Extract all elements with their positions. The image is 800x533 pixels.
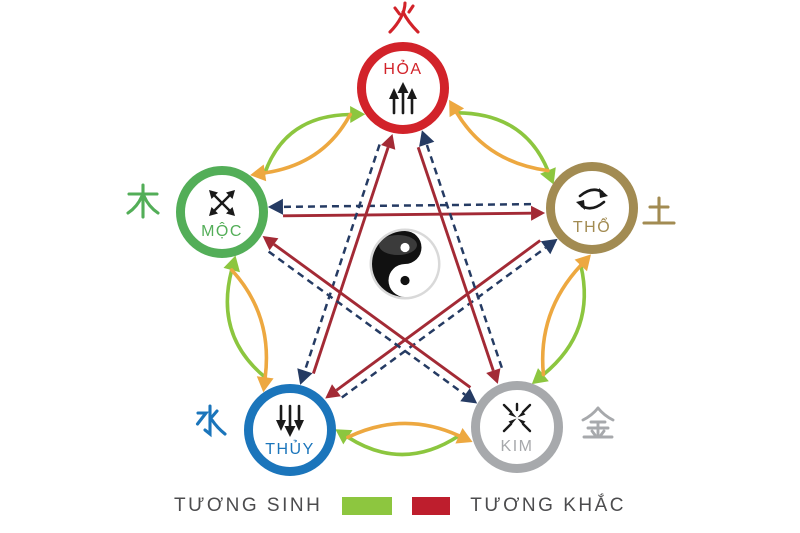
- hanzi-metal-icon: [581, 406, 615, 439]
- node-label-kim: KIM: [500, 437, 534, 455]
- hanzi-earth-icon: [642, 196, 676, 225]
- earth-cycle-icon: [576, 187, 608, 210]
- node-water-thuy: THỦY: [244, 384, 336, 476]
- fire-rising-arrows-icon: [389, 81, 417, 114]
- cycle-arrows-layer: [223, 99, 591, 457]
- legend: TƯƠNG SINH TƯƠNG KHẮC: [174, 495, 626, 517]
- node-wood-moc: MỘC: [176, 166, 268, 258]
- node-label-thuy: THỦY: [265, 440, 315, 458]
- legend-sinh-swatch: [342, 497, 393, 515]
- wood-expanding-arrows-icon: [209, 189, 235, 216]
- node-label-moc: MỘC: [201, 222, 243, 240]
- yin-yang-symbol: [369, 228, 441, 300]
- legend-sinh-label: TƯƠNG SINH: [174, 495, 323, 516]
- hanzi-water-icon: [195, 404, 227, 438]
- node-label-hoa: HỎA: [383, 60, 423, 78]
- legend-khac-swatch: [412, 497, 451, 515]
- node-label-tho: THỔ: [572, 218, 612, 236]
- hanzi-wood-icon: [126, 183, 160, 219]
- node-earth-tho: THỔ: [546, 162, 638, 254]
- water-descending-arrows-icon: [276, 404, 304, 437]
- legend-khac-label: TƯƠNG KHẮC: [470, 495, 626, 516]
- node-metal-kim: KIM: [471, 381, 563, 473]
- metal-converging-arrows-icon: [502, 402, 532, 432]
- node-fire-hoa: HỎA: [357, 42, 449, 134]
- hanzi-fire-icon: [388, 1, 420, 34]
